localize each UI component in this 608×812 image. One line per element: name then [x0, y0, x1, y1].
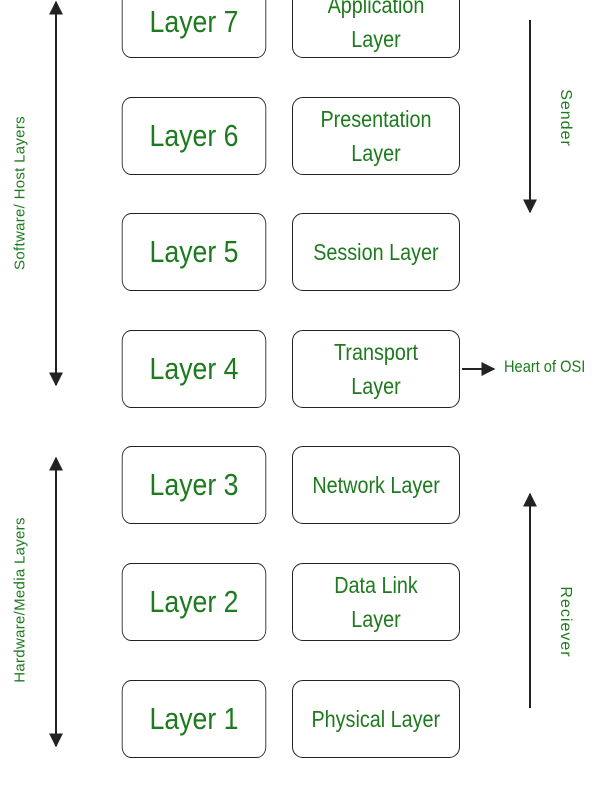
network-layer-label: Network Layer	[312, 472, 440, 498]
layer-2-number: Layer 2	[149, 584, 239, 619]
layer-2-box: Layer 2	[121, 563, 267, 641]
application-layer-label: Application Layer	[327, 0, 425, 52]
layer-7-number: Layer 7	[149, 4, 239, 39]
software-host-layers-label: Software/ Host Layers	[11, 116, 29, 270]
layer-4-box: Layer 4	[121, 330, 267, 408]
application-layer-box: Application Layer	[292, 0, 460, 58]
transport-layer-box: Transport Layer	[292, 330, 460, 408]
layer-3-number: Layer 3	[149, 467, 239, 502]
session-layer-box: Session Layer	[292, 213, 460, 291]
layer-3-box: Layer 3	[121, 446, 267, 524]
data-link-layer-label: Data Link Layer	[334, 572, 418, 632]
physical-layer-label: Physical Layer	[311, 706, 441, 732]
hardware-media-layers-label: Hardware/Media Layers	[11, 517, 29, 683]
layer-5-box: Layer 5	[121, 213, 267, 291]
layer-6-box: Layer 6	[121, 97, 267, 175]
layer-1-box: Layer 1	[121, 680, 267, 758]
layer-7-box: Layer 7	[121, 0, 267, 58]
layer-5-number: Layer 5	[149, 234, 239, 269]
transport-layer-label: Transport Layer	[334, 339, 418, 399]
sender-label: Sender	[557, 89, 574, 147]
data-link-layer-box: Data Link Layer	[292, 563, 460, 641]
layer-4-number: Layer 4	[149, 351, 239, 386]
network-layer-box: Network Layer	[292, 446, 460, 524]
physical-layer-box: Physical Layer	[292, 680, 460, 758]
session-layer-label: Session Layer	[313, 239, 439, 265]
heart-of-osi-label: Heart of OSI	[504, 357, 586, 376]
layer-6-number: Layer 6	[149, 118, 239, 153]
presentation-layer-box: Presentation Layer	[292, 97, 460, 175]
receiver-label: Reciever	[557, 586, 574, 658]
presentation-layer-label: Presentation Layer	[320, 106, 432, 166]
layer-1-number: Layer 1	[149, 701, 239, 736]
